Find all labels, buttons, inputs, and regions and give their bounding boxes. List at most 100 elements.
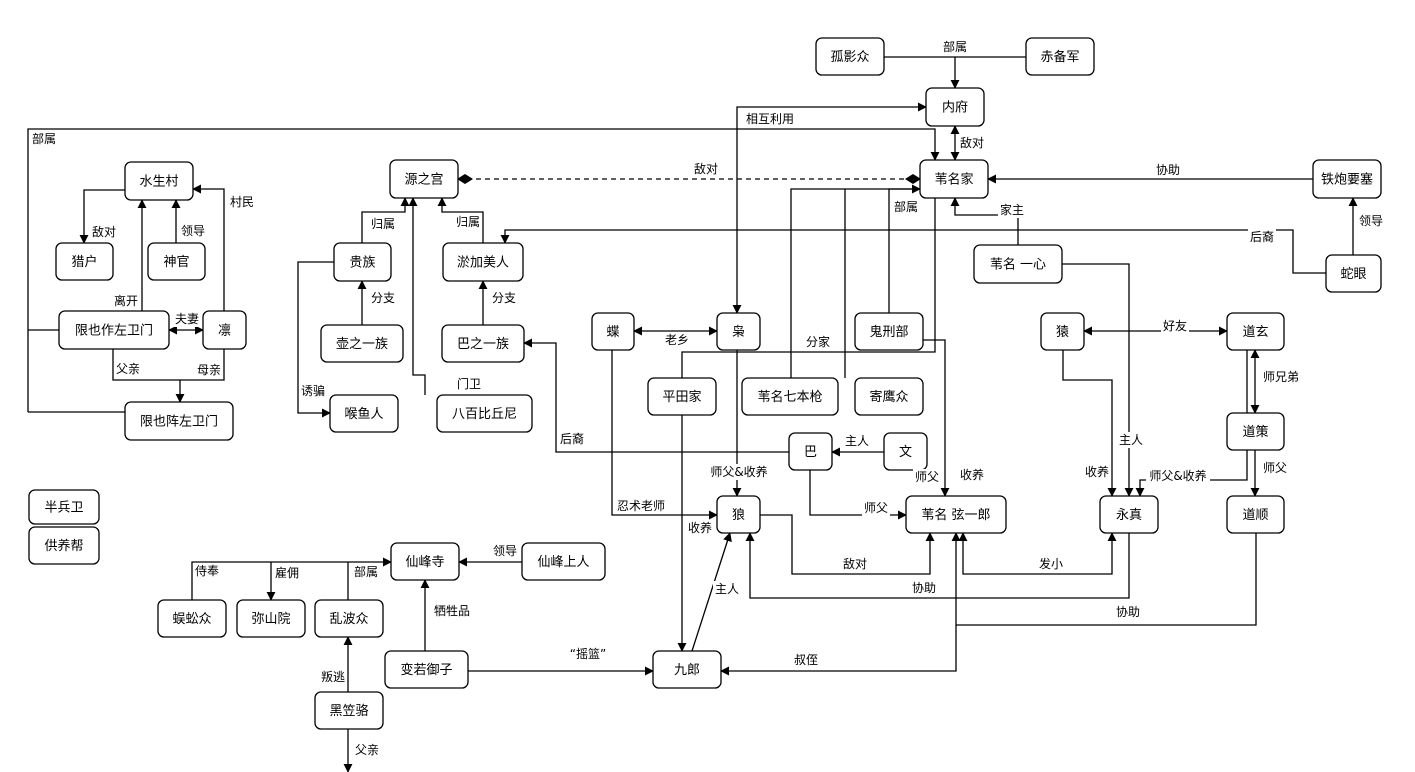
node-xianye-zhenzuoweimen[interactable]: 限也阵左卫门 <box>124 401 234 441</box>
node-jiulang[interactable]: 九郎 <box>652 650 722 689</box>
node-chibeijun[interactable]: 赤备军 <box>1025 37 1095 76</box>
node-liehu[interactable]: 猎户 <box>55 242 114 281</box>
edge-label-houyi: 后裔 <box>1248 229 1276 245</box>
node-yuan[interactable]: 猿 <box>1040 312 1085 351</box>
node-heili-luo[interactable]: 黑笠骆 <box>314 691 384 730</box>
node-box <box>1325 254 1382 293</box>
edge-label-text: 部属 <box>894 199 918 214</box>
node-box <box>854 312 924 351</box>
node-label: 蜈蚣众 <box>172 612 211 627</box>
edge-label-shixiongdi: 师兄弟 <box>1261 369 1301 385</box>
node-guyingzhong[interactable]: 孤影众 <box>815 37 885 76</box>
edge-label-shifu: 师父 <box>913 469 941 485</box>
edge-label-bg <box>1114 604 1142 620</box>
edge-label-bg <box>90 224 118 240</box>
node-box <box>441 324 525 363</box>
node-wugong-zhong[interactable]: 蜈蚣众 <box>157 599 227 638</box>
node-weiming-qibenqiang[interactable]: 苇名七本枪 <box>741 377 839 416</box>
node-guizu[interactable]: 贵族 <box>333 242 392 282</box>
node-pingtianjia[interactable]: 平田家 <box>647 377 717 416</box>
node-mishanyuan[interactable]: 弥山院 <box>236 599 306 638</box>
edge-label-text: 部属 <box>943 39 967 54</box>
node-guixingbu[interactable]: 鬼刑部 <box>854 312 924 351</box>
node-daoce[interactable]: 道策 <box>1226 412 1285 451</box>
node-label: 蝶 <box>606 325 619 340</box>
node-wen[interactable]: 文 <box>883 432 928 471</box>
edge-label-diduei: 敌对 <box>841 556 869 572</box>
node-xiao[interactable]: 枭 <box>716 312 761 351</box>
node-box <box>436 394 533 433</box>
edge-label-bg <box>958 467 986 483</box>
edge-label-bushu: 部属 <box>352 564 380 580</box>
node-xianfengsi[interactable]: 仙峰寺 <box>390 542 460 581</box>
node-box <box>202 310 247 350</box>
node-neifu[interactable]: 内府 <box>925 87 985 127</box>
edge-label-bushu: 部属 <box>892 199 920 215</box>
edge-connector <box>790 188 920 378</box>
edge-connector <box>437 197 484 243</box>
edge-label-laoxiang: 老乡 <box>663 332 691 348</box>
edge-label-bg <box>841 556 869 572</box>
edge-connector <box>1062 263 1134 497</box>
edge-label-bg <box>958 135 986 151</box>
node-luanbo-zhong[interactable]: 乱波众 <box>314 599 384 638</box>
node-yujiameiren[interactable]: 淤加美人 <box>442 242 524 282</box>
node-dou-zhi-yizu[interactable]: 壶之一族 <box>320 324 404 363</box>
node-xianfeng-shangren[interactable]: 仙峰上人 <box>521 542 606 581</box>
node-babai-biqiuni[interactable]: 八百比丘尼 <box>436 394 533 433</box>
edge-label-bg <box>998 202 1026 218</box>
node-weimingjia[interactable]: 苇名家 <box>919 159 989 199</box>
edge-label-bg <box>1117 432 1145 448</box>
edge-label-renshu-laoshi: 忍术老师 <box>615 498 667 514</box>
node-daoxuan[interactable]: 道玄 <box>1226 312 1285 351</box>
edge-label-shifu-shouyang: 师父&收养 <box>707 464 771 480</box>
edge-connector <box>958 532 1117 575</box>
node-box <box>314 599 384 638</box>
edge-label-cunmin: 村民 <box>228 194 256 210</box>
node-gongyangbang[interactable]: 供养帮 <box>28 526 100 565</box>
edge-label-text: 雇佣 <box>275 565 299 580</box>
edge-label-text: 领导 <box>181 224 205 238</box>
edge-label-bg <box>352 564 380 580</box>
node-ba-zhi-yizu[interactable]: 巴之一族 <box>441 324 525 363</box>
edges-layer <box>27 56 1358 772</box>
node-box <box>716 495 761 534</box>
node-lang[interactable]: 狼 <box>716 495 761 534</box>
node-box <box>854 377 924 416</box>
node-label: 神官 <box>163 254 189 270</box>
node-box <box>1312 159 1382 199</box>
edge-label-bg <box>30 131 58 147</box>
edge-label-bg <box>615 498 667 514</box>
node-box <box>973 244 1063 284</box>
node-shenguan[interactable]: 神官 <box>147 242 206 281</box>
node-tiepaoyaosai[interactable]: 铁炮要塞 <box>1312 159 1382 199</box>
node-yongzhen[interactable]: 永真 <box>1099 495 1159 534</box>
node-daoshun[interactable]: 道顺 <box>1226 495 1285 534</box>
node-yuanzhigong[interactable]: 源之宫 <box>389 159 459 199</box>
edge-label-bg <box>1146 468 1210 484</box>
node-banbingwei[interactable]: 半兵卫 <box>28 489 100 525</box>
node-die[interactable]: 蝶 <box>591 312 635 351</box>
node-weiming-yixin[interactable]: 苇名 一心 <box>973 244 1063 284</box>
edge-label-shouyang: 收养 <box>686 520 714 536</box>
node-shechuan[interactable]: 蛇眼 <box>1325 254 1382 293</box>
node-bianruo-yuzi[interactable]: 变若御子 <box>384 650 469 689</box>
node-jiying-zhong[interactable]: 寄鹰众 <box>854 377 924 416</box>
node-ba[interactable]: 巴 <box>788 432 833 471</box>
node-label: 限也作左卫门 <box>75 324 153 339</box>
edge-label-text: 诱骗 <box>301 383 325 398</box>
node-label: 寄鹰众 <box>869 389 908 405</box>
node-label: 孤影众 <box>830 50 869 65</box>
edge-label-shifu: 师父 <box>1261 460 1289 476</box>
node-xianye-zuoweimen[interactable]: 限也作左卫门 <box>58 310 170 350</box>
node-box <box>28 526 100 565</box>
node-hou-yu-ren[interactable]: 喉鱼人 <box>329 394 399 433</box>
edge-label-guishu: 归属 <box>454 214 482 230</box>
node-lin[interactable]: 凛 <box>202 310 247 350</box>
node-label: 仙峰寺 <box>405 555 444 570</box>
node-box <box>925 87 985 127</box>
node-shuishengcun[interactable]: 水生村 <box>124 161 194 201</box>
node-weiming-xianyilang[interactable]: 苇名 弦一郎 <box>905 495 1007 534</box>
edge-label-text: 主人 <box>845 434 869 448</box>
